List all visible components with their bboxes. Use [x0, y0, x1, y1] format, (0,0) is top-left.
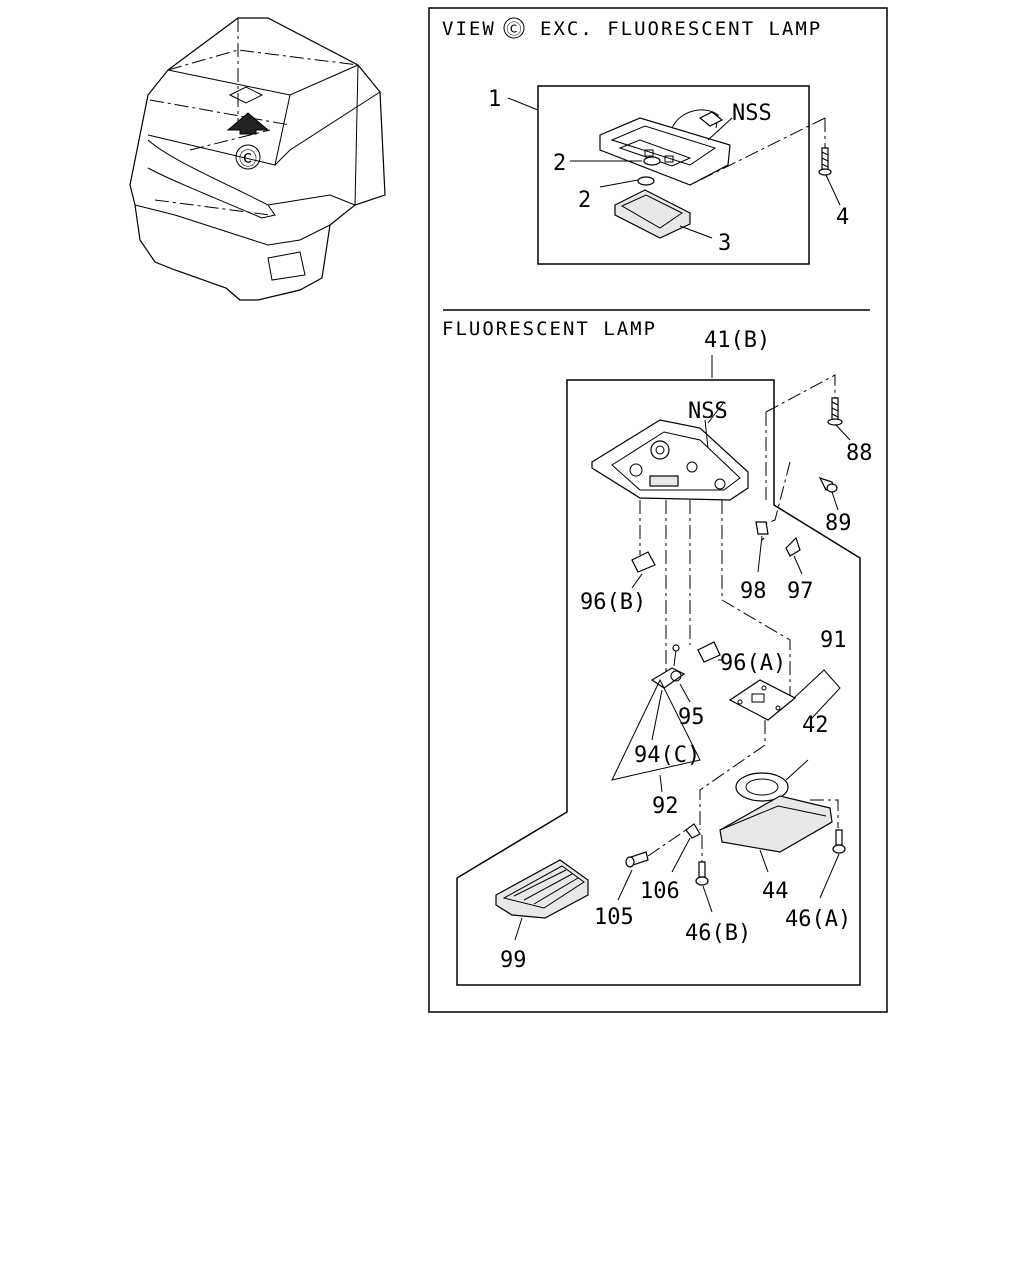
callout-96a: 96(A) — [720, 651, 786, 676]
callout-99: 99 — [500, 948, 527, 973]
callout-41b: 41(B) — [704, 328, 770, 353]
callout-96b: 96(B) — [580, 590, 646, 615]
callout-88: 88 — [846, 441, 873, 466]
callout-92: 92 — [652, 794, 679, 819]
callout-97: 97 — [787, 579, 814, 604]
fluorescent-lamp-assembly: 41(B) NSS 88 89 98 97 96(B) 96(A) 91 95 … — [456, 328, 873, 986]
callout-98: 98 — [740, 579, 767, 604]
callout-95: 95 — [678, 705, 705, 730]
callout-1: 1 — [488, 87, 501, 112]
dome-lamp-assembly: 1 2 2 3 4 NSS — [488, 85, 849, 265]
view-c-header: VIEW Ⓒ EXC. FLUORESCENT LAMP — [442, 17, 822, 40]
header-view-symbol: Ⓒ — [506, 20, 521, 38]
callout-89: 89 — [825, 511, 852, 536]
callout-42: 42 — [802, 713, 829, 738]
diagram-frame — [428, 7, 888, 1013]
callout-105: 105 — [594, 905, 634, 930]
callout-44: 44 — [762, 879, 789, 904]
callout-46a: 46(A) — [785, 907, 851, 932]
callout-94c: 94(C) — [634, 743, 700, 768]
header-view-title: EXC. FLUORESCENT LAMP — [540, 18, 822, 40]
callout-nss-bottom: NSS — [688, 399, 728, 424]
fluorescent-lamp-header: FLUORESCENT LAMP — [442, 318, 657, 340]
callout-3: 3 — [718, 231, 731, 256]
cab-overview-illustration: Ⓒ — [129, 17, 386, 301]
callout-106: 106 — [640, 879, 680, 904]
callout-46b: 46(B) — [685, 921, 751, 946]
view-c-marker: Ⓒ — [239, 149, 257, 170]
callout-4: 4 — [836, 205, 849, 230]
callout-nss-top: NSS — [732, 101, 772, 126]
callout-91: 91 — [820, 628, 847, 653]
callout-2-upper: 2 — [553, 151, 566, 176]
callout-2-lower: 2 — [578, 188, 591, 213]
header-view-word: VIEW — [442, 18, 496, 40]
